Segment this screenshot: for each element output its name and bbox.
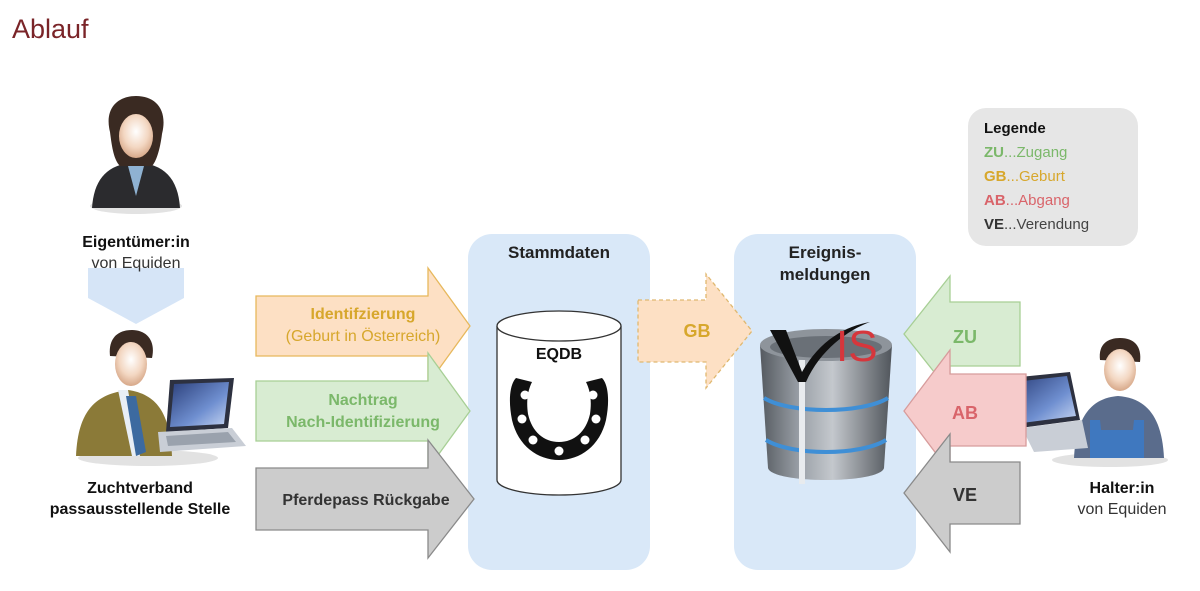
arrow-label-line2: Nach-Identifizierung [286, 414, 440, 431]
legend-code: AB [984, 192, 1006, 209]
keeper-avatar-icon [1010, 338, 1168, 467]
breeder-line2: passausstellende Stelle [49, 501, 231, 518]
legend-code: VE [984, 216, 1005, 233]
arrow-ab-label: AB [952, 403, 978, 423]
arrow-gb [637, 272, 753, 390]
arrow-ab [903, 348, 1027, 474]
legend-code: GB [984, 168, 1007, 185]
legend-item-gb: GB...Geburt [984, 168, 1065, 185]
owner-label: Eigentümer:in von Equiden [70, 232, 202, 274]
legend-text: ...Geburt [1006, 168, 1065, 185]
owner-avatar-icon [90, 96, 182, 214]
arrow-identifizierung [255, 265, 471, 387]
legend-title: Legende [984, 120, 1046, 137]
stammdaten-title: Stammdaten [507, 243, 611, 262]
legend-item-zu: ZU...Zugang [984, 144, 1067, 161]
legend-box: Legende ZU...Zugang GB...Geburt AB...Abg… [968, 108, 1138, 246]
arrow-zu [903, 274, 1021, 394]
keeper-sub: von Equiden [1077, 501, 1167, 518]
breeder-avatar-icon [76, 330, 246, 466]
eqdb-database-icon [496, 310, 622, 496]
breeder-label: Zuchtverband passausstellende Stelle [40, 478, 240, 520]
arrow-nachtrag-label: Nachtrag Nach-Identifizierung [258, 390, 468, 434]
arrow-ve [903, 432, 1021, 554]
ereignis-title-line2: meldungen [779, 265, 871, 284]
legend-text: ...Verendung [1004, 216, 1090, 233]
keeper-label: Halter:in von Equiden [1056, 478, 1188, 520]
arrow-gb-label: GB [683, 321, 711, 341]
arrow-nachtrag [255, 350, 471, 472]
arrow-label-line2: (Geburt in Österreich) [285, 328, 441, 345]
eqdb-label: EQDB [535, 346, 583, 363]
arrow-label-line1: Nachtrag [328, 392, 398, 409]
vis-logo-text: IS [836, 322, 878, 371]
legend-text: ...Abgang [1005, 192, 1070, 209]
ereignis-title-line1: Ereignis- [788, 243, 862, 262]
breeder-line1: Zuchtverband [87, 480, 193, 497]
arrow-ve-label: VE [952, 485, 977, 505]
keeper-name: Halter:in [1089, 480, 1155, 497]
legend-item-ve: VE...Verendung [984, 216, 1089, 233]
arrow-zu-label: ZU [953, 327, 977, 347]
owner-name: Eigentümer:in [82, 234, 190, 251]
legend-code: ZU [984, 144, 1004, 161]
arrow-label-line1: Identifzierung [310, 306, 416, 323]
arrow-pferdepass-label: Pferdepass Rückgabe [258, 490, 474, 512]
vis-database-icon [760, 322, 892, 484]
arrow-identifizierung-label: Identifzierung (Geburt in Österreich) [258, 304, 468, 348]
legend-text: ...Zugang [1004, 144, 1068, 161]
arrow-label-line1: Pferdepass Rückgabe [282, 492, 450, 509]
legend-item-ab: AB...Abgang [984, 192, 1070, 209]
flow-down-arrow [88, 268, 184, 324]
arrow-pferdepass [255, 438, 475, 560]
owner-sub: von Equiden [91, 255, 181, 272]
page-title: Ablauf [12, 14, 89, 44]
